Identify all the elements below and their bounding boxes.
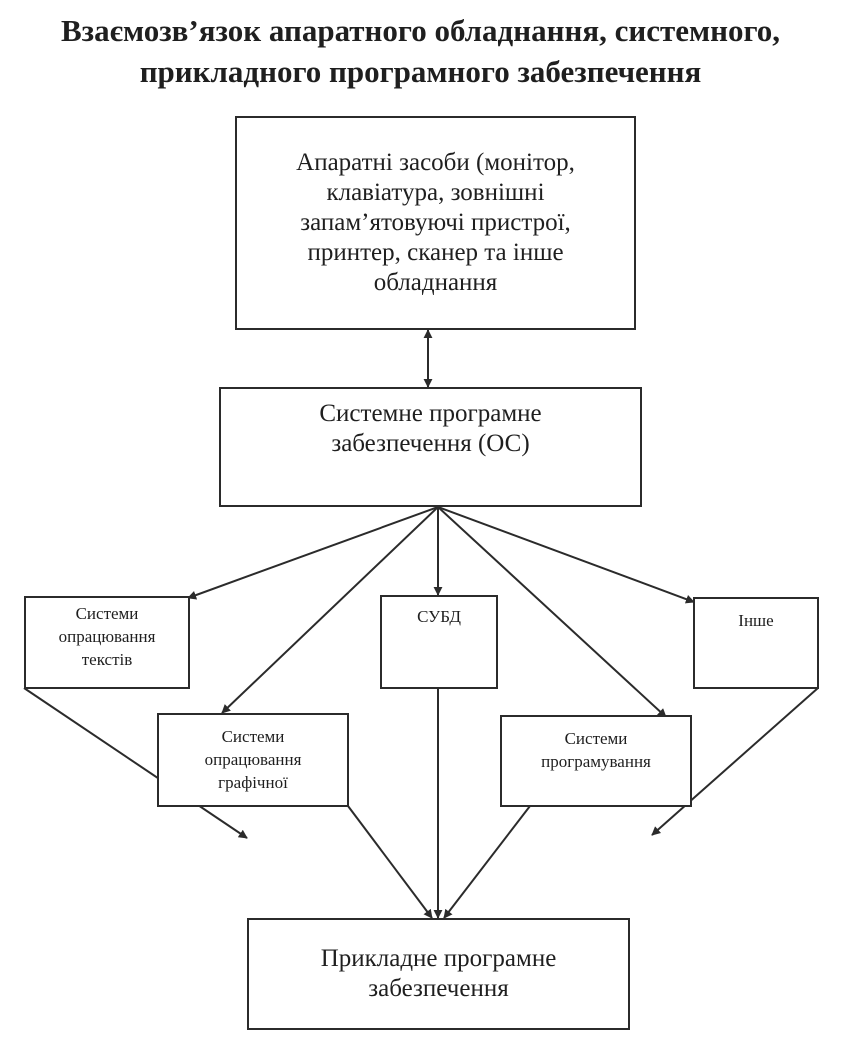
graphics-processing-line-3: графічної xyxy=(218,773,288,792)
hardware-line-3: запам’ятовуючі пристрої, xyxy=(300,209,571,236)
programming-systems-box: Системи програмування xyxy=(500,715,692,807)
programming-systems-line-1: Системи xyxy=(564,729,628,748)
application-software-line-1: Прикладне програмне xyxy=(320,945,557,972)
arrow-system-programming xyxy=(437,506,667,718)
application-software-box: Прикладне програмне забезпечення xyxy=(247,918,630,1030)
arrow-system-text-processing xyxy=(187,506,439,600)
arrow-graphics-to-application xyxy=(347,805,433,919)
text-processing-line-2: опрацювання xyxy=(58,627,156,646)
dbms-line-1: СУБД xyxy=(417,607,461,626)
dbms-box: СУБД xyxy=(380,595,498,689)
hardware-line-1: Апаратні засоби (монітор, xyxy=(296,149,575,176)
arrow-other-to-application xyxy=(651,687,819,836)
graphics-processing-line-2: опрацювання xyxy=(204,750,302,769)
title-line-1: Взаємозв’язок апаратного обладнання, сис… xyxy=(60,13,780,48)
hardware-box: Апаратні засоби (монітор, клавіатура, зо… xyxy=(235,116,636,330)
hardware-line-4: принтер, сканер та інше xyxy=(307,239,564,266)
text-processing-box: Системи опрацювання текстів xyxy=(24,596,190,689)
arrow-system-graphics xyxy=(221,506,439,714)
hardware-line-5: обладнання xyxy=(373,269,498,296)
title-line-2: прикладного програмного забезпечення xyxy=(139,54,702,89)
graphics-processing-box: Системи опрацювання графічної xyxy=(157,713,349,807)
system-software-line-2: забезпечення (ОС) xyxy=(331,430,530,457)
arrow-programming-to-application xyxy=(443,805,531,919)
programming-systems-line-2: програмування xyxy=(541,752,651,771)
text-processing-line-1: Системи xyxy=(75,604,139,623)
other-box: Інше xyxy=(693,597,819,689)
text-processing-line-3: текстів xyxy=(81,650,133,669)
arrow-system-other xyxy=(437,506,695,604)
system-software-box: Системне програмне забезпечення (ОС) xyxy=(219,387,642,507)
system-software-line-1: Системне програмне xyxy=(319,400,542,427)
other-line-1: Інше xyxy=(738,611,774,630)
diagram-title: Взаємозв’язок апаратного обладнання, сис… xyxy=(0,10,841,92)
arrow-text-to-application xyxy=(23,687,248,839)
application-software-line-2: забезпечення xyxy=(368,975,509,1002)
graphics-processing-line-1: Системи xyxy=(221,727,285,746)
hardware-line-2: клавіатура, зовнішні xyxy=(326,179,545,206)
